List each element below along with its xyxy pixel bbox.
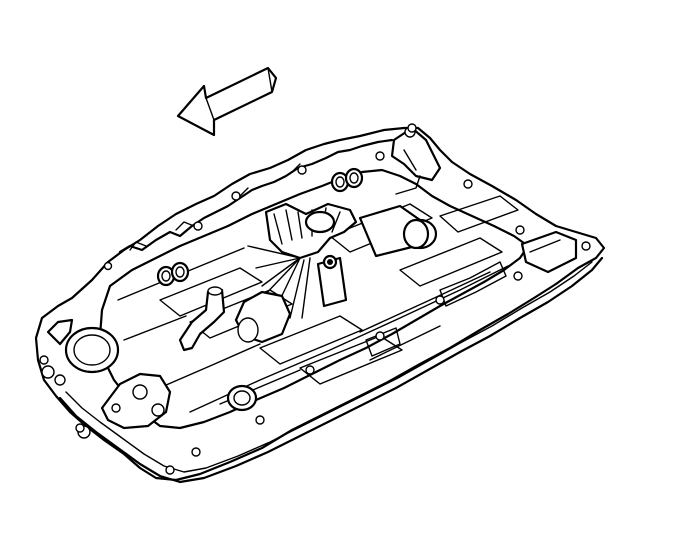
injection-spider-assembly bbox=[234, 202, 438, 344]
bolt-holes bbox=[39, 123, 591, 475]
manifold-body bbox=[34, 126, 606, 484]
o-ring-pair-left bbox=[156, 261, 190, 287]
throttle-body-opening bbox=[41, 318, 120, 386]
front-tabs bbox=[129, 163, 301, 251]
side-bracket bbox=[77, 372, 172, 439]
direction-arrow-icon bbox=[176, 66, 278, 137]
rear-mount-boss bbox=[390, 126, 442, 195]
pcv-tube bbox=[178, 286, 226, 352]
port-opening bbox=[226, 384, 258, 412]
right-flange bbox=[520, 230, 578, 274]
o-ring-pair-right bbox=[330, 167, 364, 193]
